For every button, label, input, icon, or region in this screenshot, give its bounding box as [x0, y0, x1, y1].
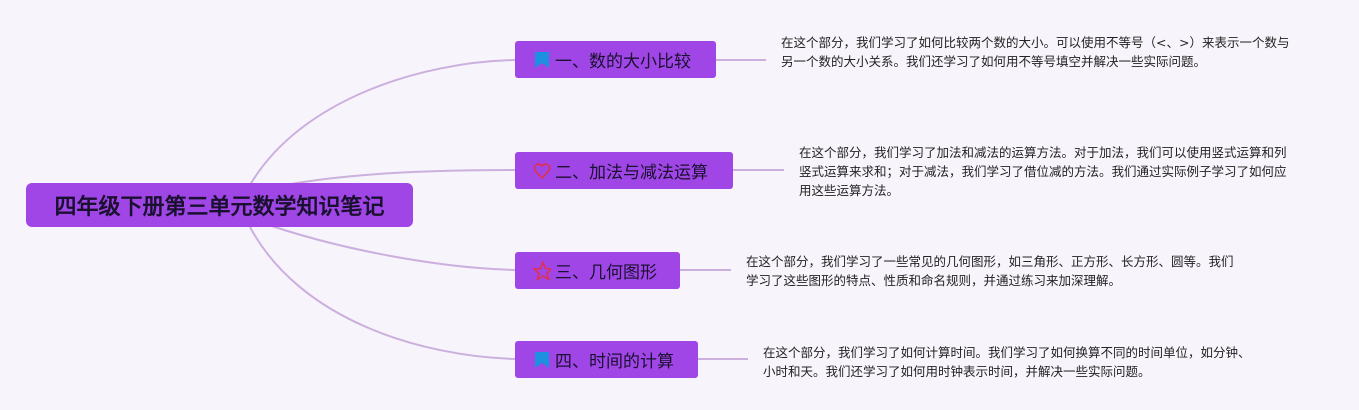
flag-icon — [533, 51, 551, 69]
branch-label: 一、数的大小比较 — [555, 52, 691, 72]
root-title: 四年级下册第三单元数学知识笔记 — [54, 195, 385, 220]
branch-node-1[interactable]: 一、数的大小比较 — [515, 41, 716, 78]
heart-icon — [533, 162, 551, 180]
flag-icon — [533, 351, 551, 369]
branch-desc-4: 在这个部分，我们学习了如何计算时间。我们学习了如何换算不同的时间单位，如分钟、小… — [763, 345, 1251, 379]
branch-node-2[interactable]: 二、加法与减法运算 — [515, 152, 733, 189]
branch-desc-3: 在这个部分，我们学习了一些常见的几何图形，如三角形、正方形、长方形、圆等。我们学… — [746, 254, 1234, 288]
branch-label: 四、时间的计算 — [555, 352, 674, 372]
branch-desc-1: 在这个部分，我们学习了如何比较两个数的大小。可以使用不等号（<、>）来表示一个数… — [781, 35, 1290, 69]
branch-node-4[interactable]: 四、时间的计算 — [515, 341, 698, 378]
root-node[interactable]: 四年级下册第三单元数学知识笔记 — [26, 183, 413, 227]
branch-node-3[interactable]: 三、几何图形 — [515, 252, 680, 289]
connector-1 — [249, 59, 516, 186]
branch-label: 三、几何图形 — [555, 263, 657, 283]
branch-label: 二、加法与减法运算 — [555, 163, 708, 183]
branch-desc-2: 在这个部分，我们学习了加法和减法的运算方法。对于加法，我们可以使用竖式运算和列竖… — [799, 145, 1287, 198]
connector-3 — [259, 221, 516, 271]
star-icon — [533, 260, 551, 281]
connector-4 — [249, 226, 516, 360]
